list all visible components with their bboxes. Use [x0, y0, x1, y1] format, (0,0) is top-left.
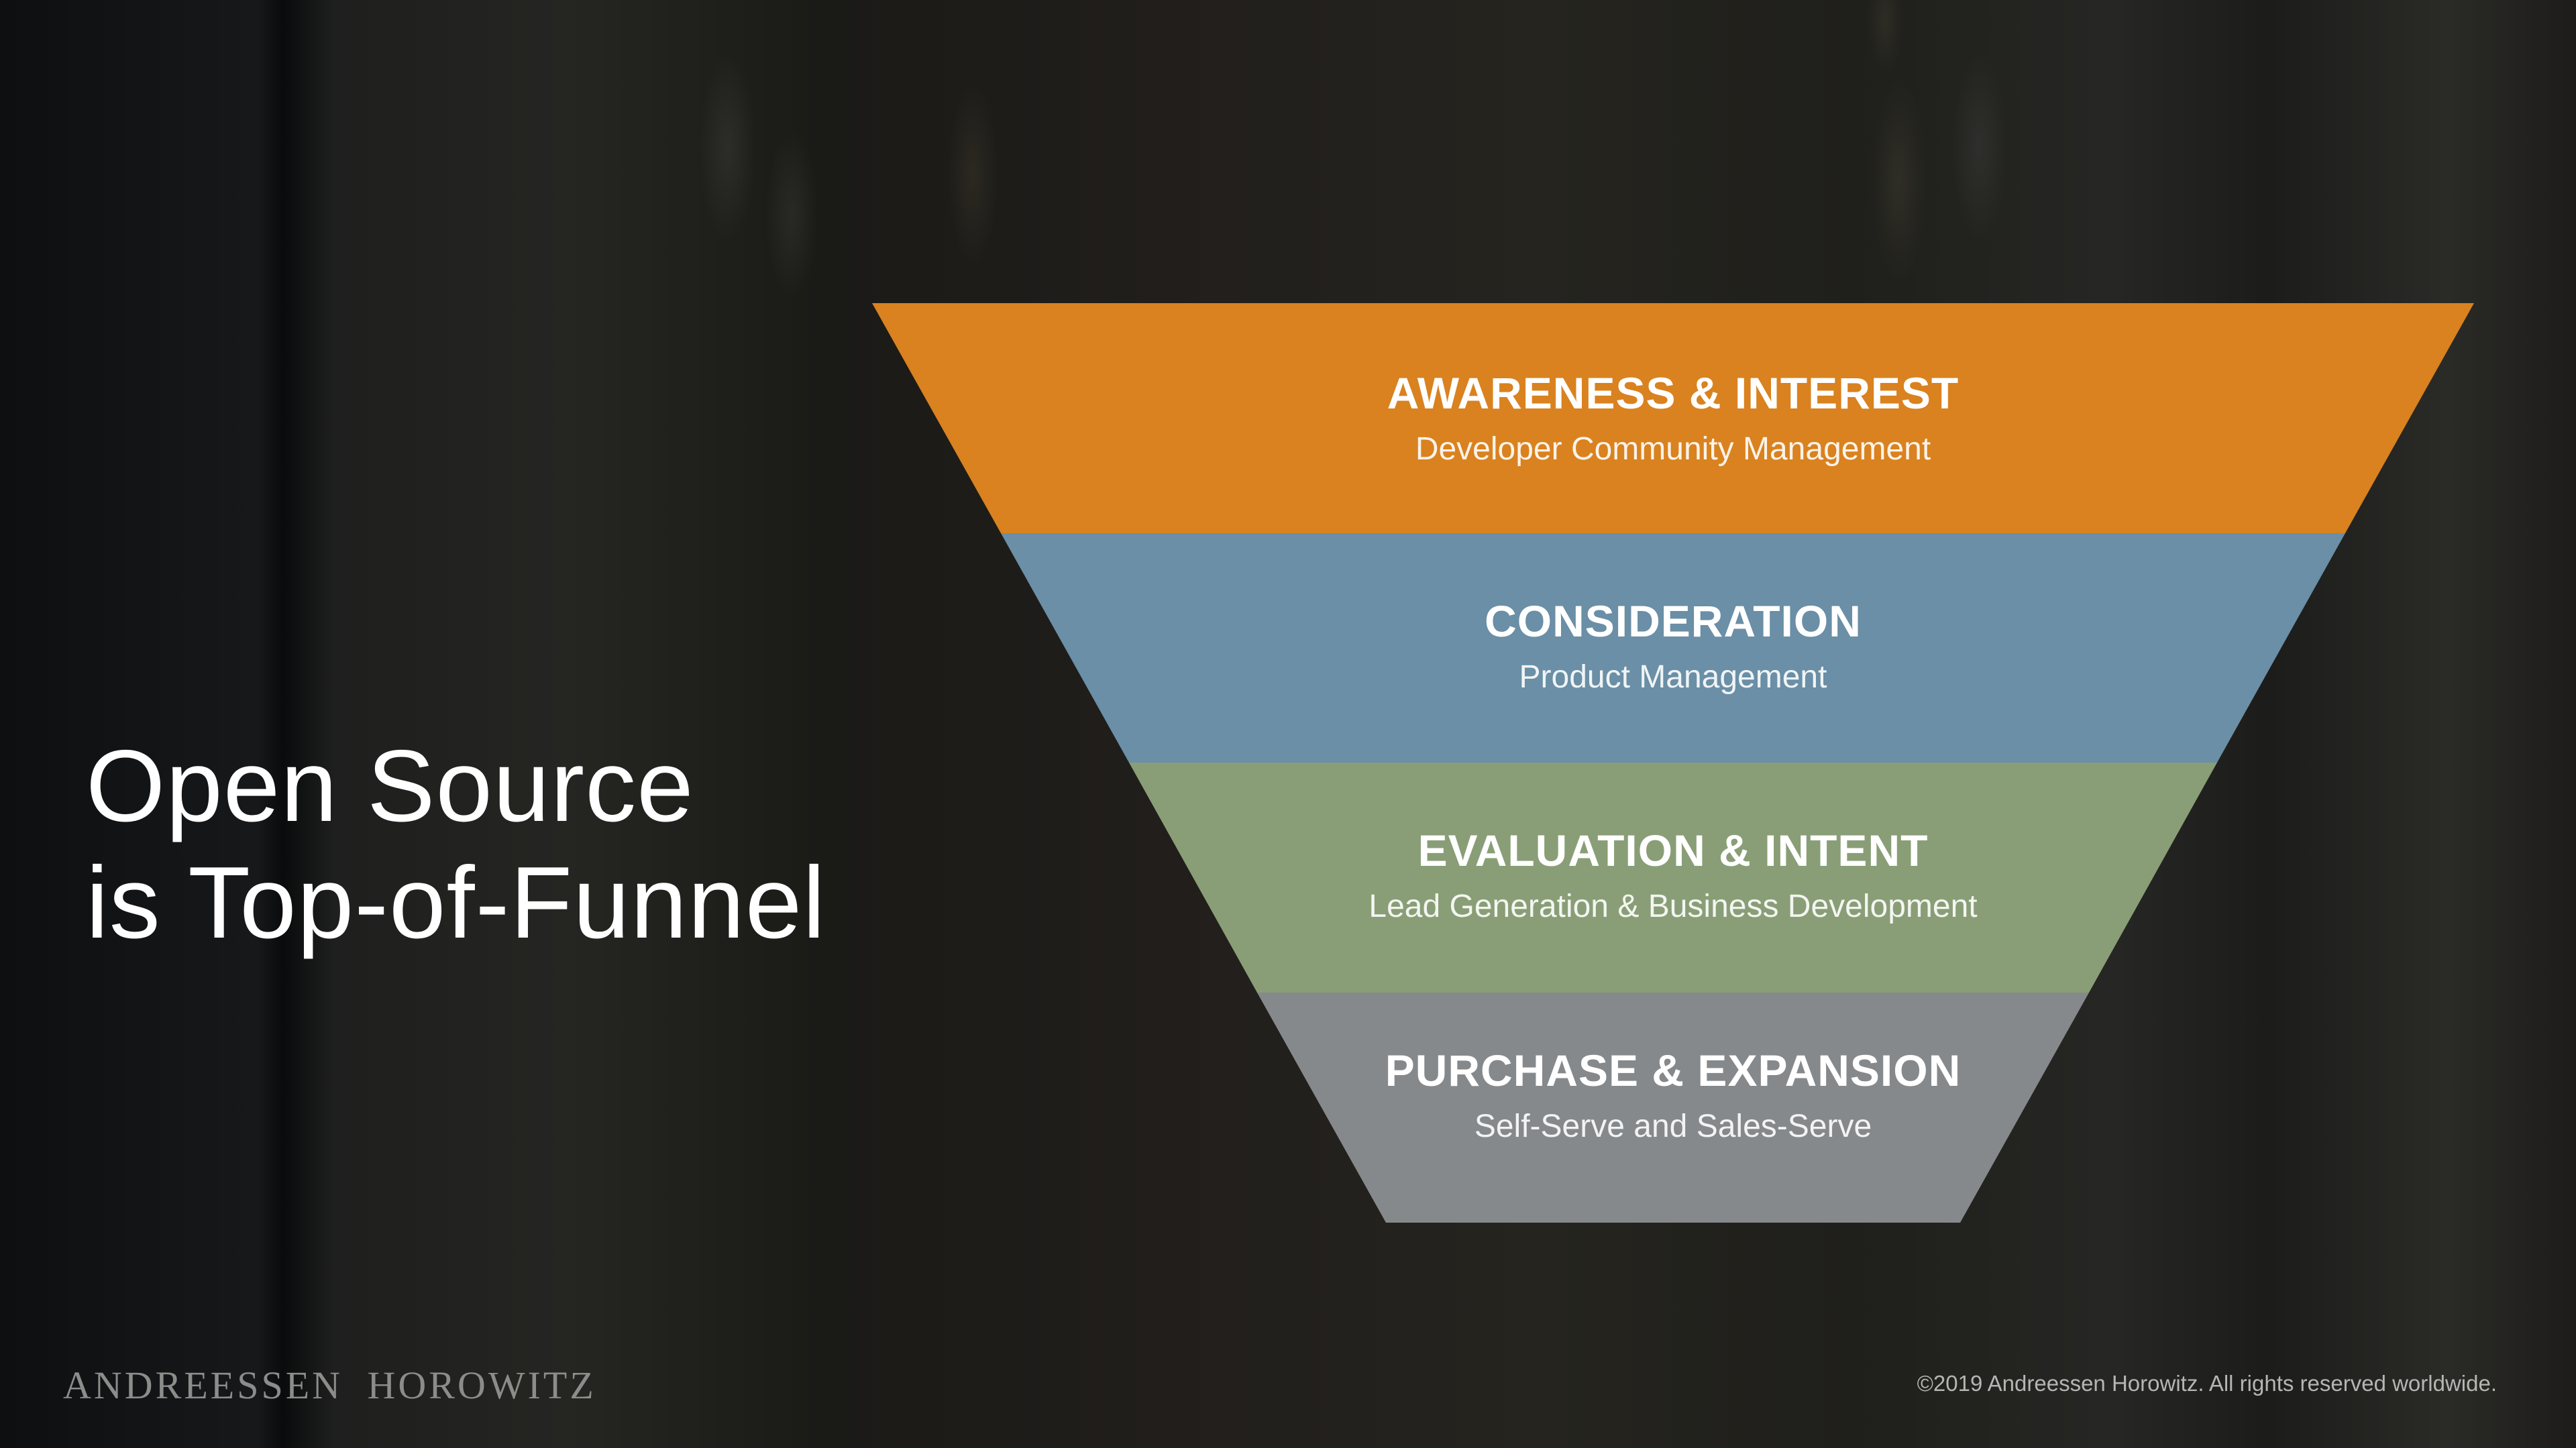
funnel-stage-purchase-label: PURCHASE & EXPANSION Self-Serve and Sale… [872, 1044, 2474, 1147]
funnel-stage-awareness-label: AWARENESS & INTEREST Developer Community… [872, 366, 2474, 469]
stage-title: PURCHASE & EXPANSION [1385, 1046, 1962, 1095]
copyright-notice: ©2019 Andreessen Horowitz. All rights re… [1917, 1371, 2497, 1396]
stage-title: EVALUATION & INTENT [1417, 826, 1929, 875]
stage-subtitle: Self-Serve and Sales-Serve [1474, 1109, 1872, 1144]
funnel-stage-consideration [1001, 533, 2345, 763]
funnel-stage-awareness [872, 303, 2474, 533]
funnel-stage-consideration-label: CONSIDERATION Product Management [872, 594, 2474, 698]
funnel-stage-evaluation [1129, 763, 2217, 993]
stage-title: AWARENESS & INTEREST [1387, 368, 1960, 418]
stage-title: CONSIDERATION [1485, 596, 1862, 646]
slide-title-line-1: Open Source [86, 729, 694, 843]
funnel-stage-evaluation-label: EVALUATION & INTENT Lead Generation & Bu… [872, 824, 2474, 927]
stage-subtitle: Product Management [1519, 659, 1827, 695]
stage-subtitle: Lead Generation & Business Development [1368, 889, 1978, 924]
stage-subtitle: Developer Community Management [1415, 431, 1931, 467]
funnel-stage-purchase [1257, 993, 2089, 1223]
company-logo: ANDREESSEN HOROWITZ [63, 1363, 596, 1407]
slide-title: Open Source is Top-of-Funnel [86, 728, 826, 961]
slide-title-line-2: is Top-of-Funnel [86, 846, 826, 960]
